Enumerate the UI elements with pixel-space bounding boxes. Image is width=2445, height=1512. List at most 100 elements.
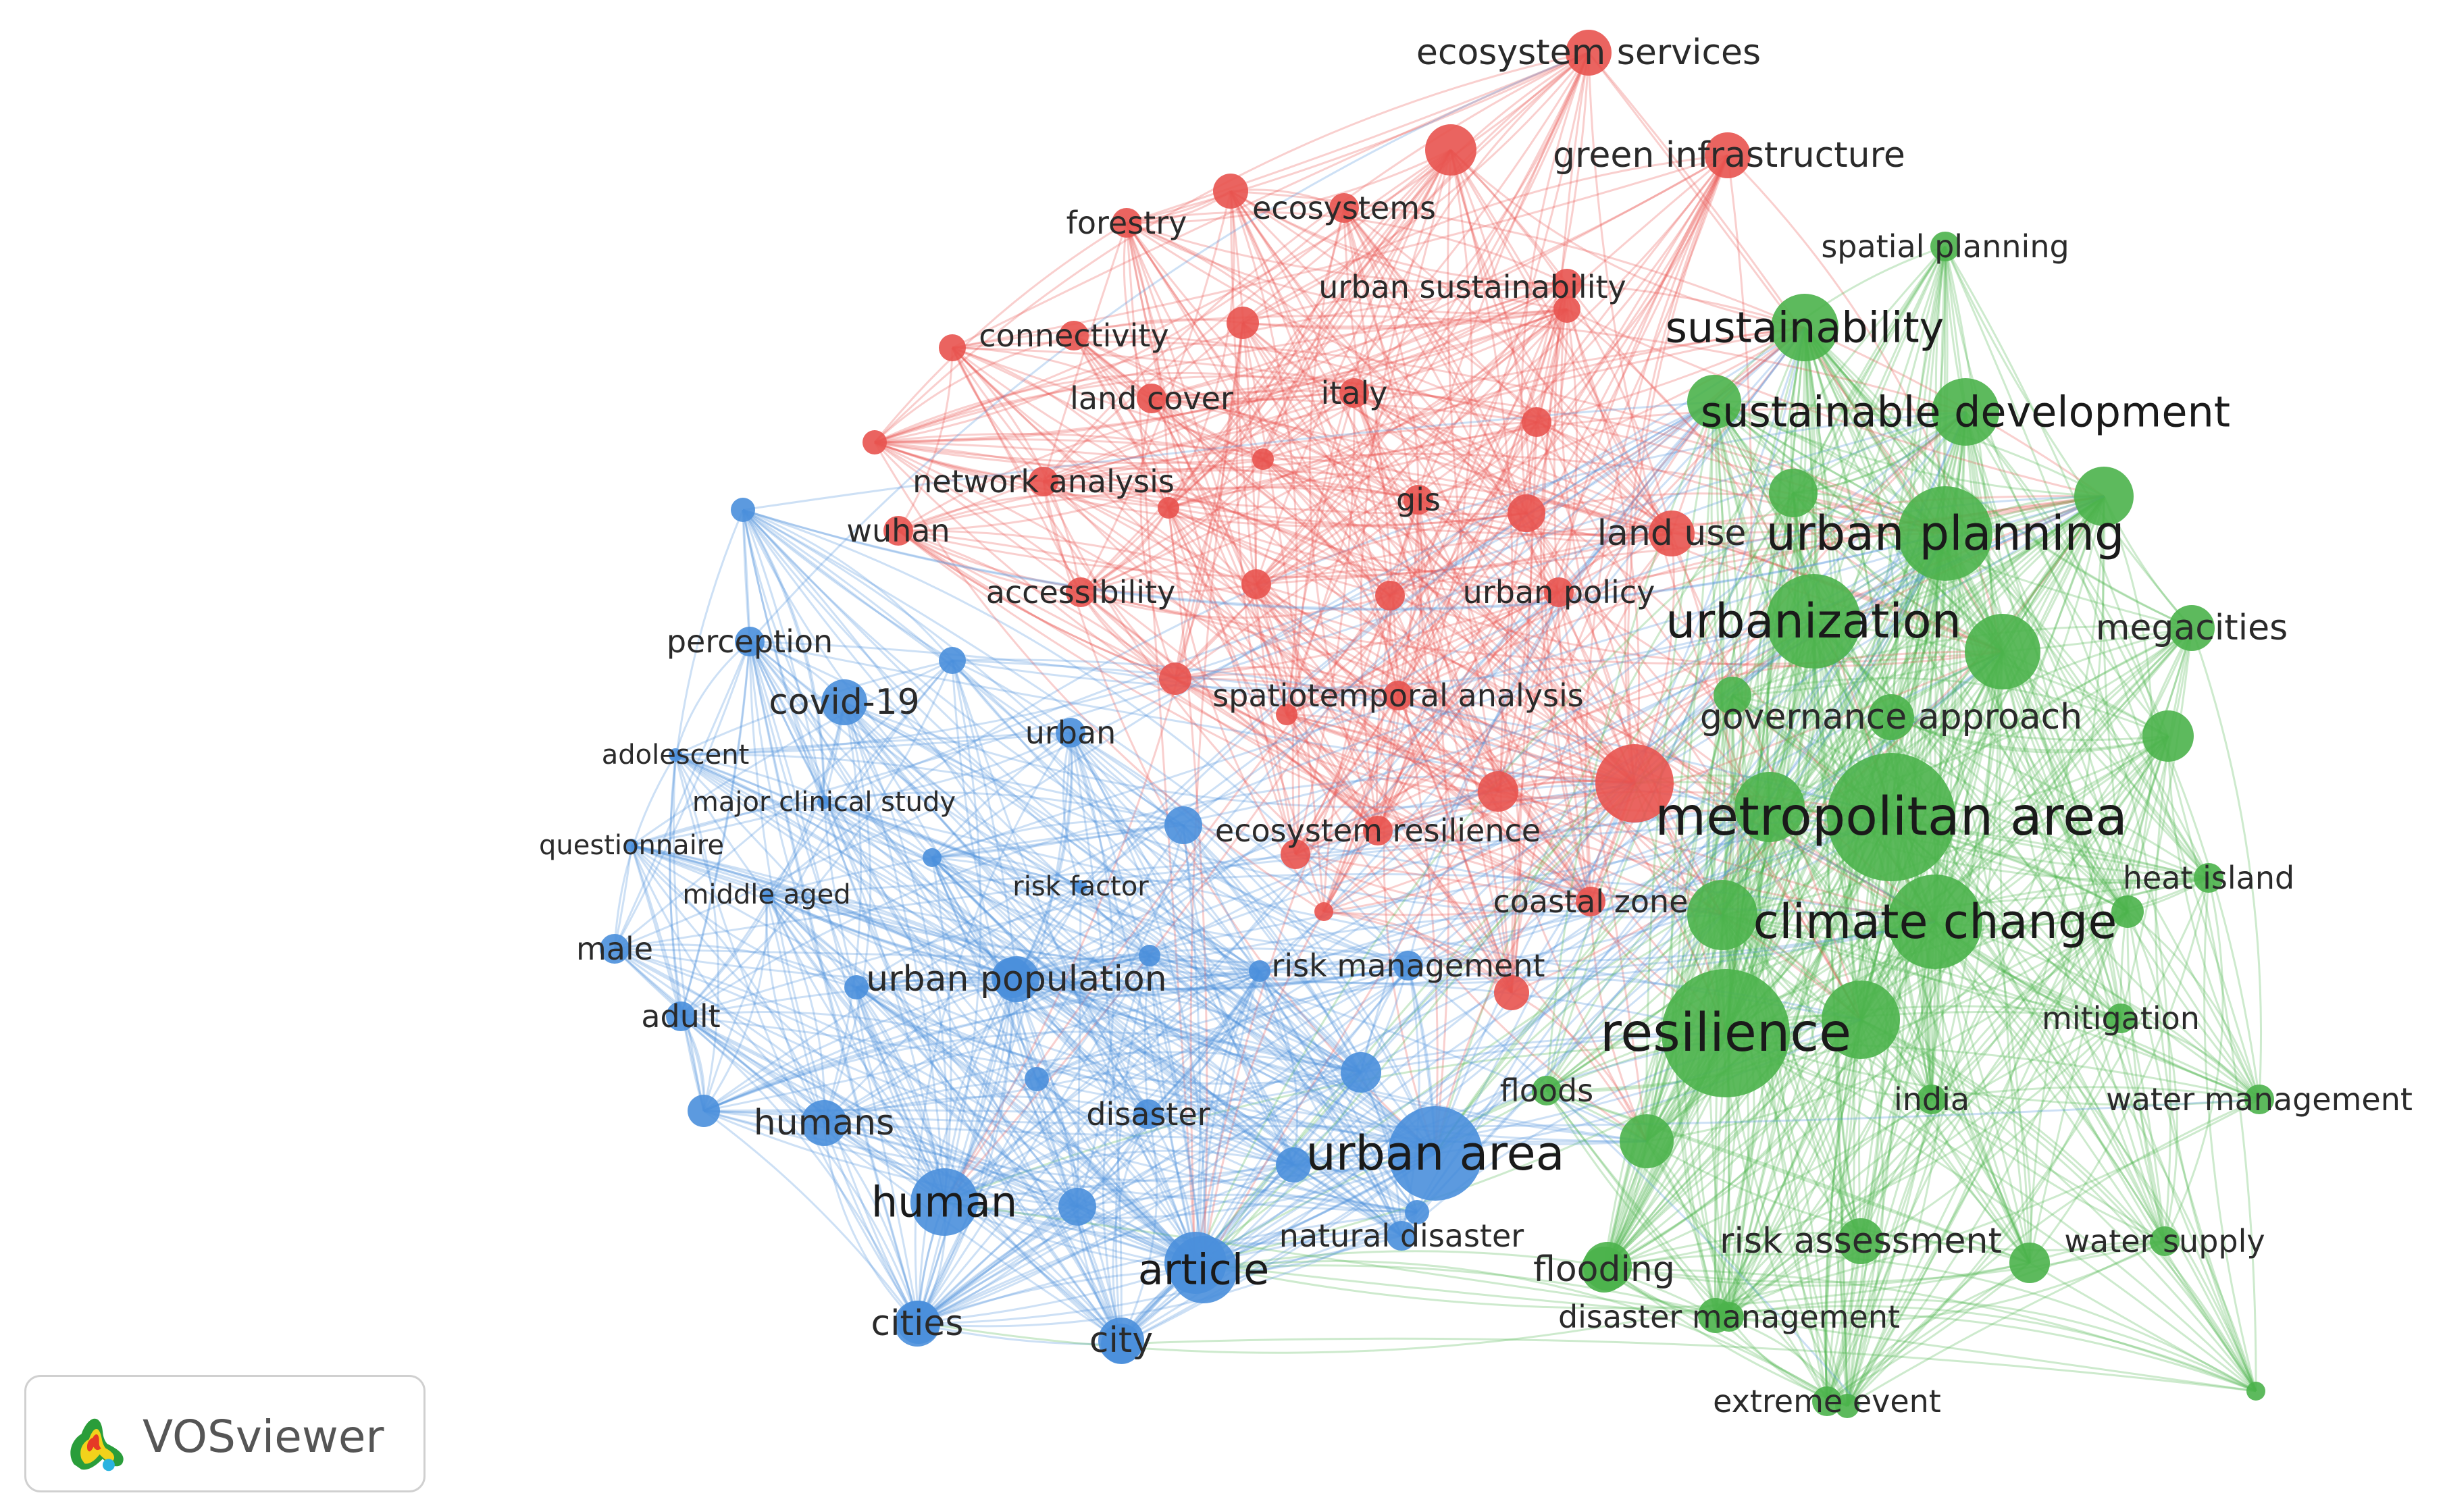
network-node	[2142, 710, 2194, 762]
network-link	[943, 309, 1568, 1203]
network-link	[1322, 595, 1391, 912]
network-link	[1766, 327, 1806, 808]
node-label: ecosystem resilience	[1215, 812, 1541, 849]
network-link	[674, 640, 750, 756]
network-link	[917, 532, 1947, 1325]
network-link	[669, 754, 682, 1017]
node-label: governance approach	[1700, 697, 2082, 737]
network-link	[631, 844, 1362, 1074]
network-link	[1255, 583, 1399, 697]
network-link	[1715, 1017, 2121, 1317]
network-link	[1168, 308, 1568, 509]
network-link	[1803, 327, 2004, 652]
network-link	[748, 641, 1038, 1080]
network-link	[1295, 853, 1591, 908]
network-link	[631, 844, 1409, 971]
network-link	[1242, 154, 1728, 324]
network-link	[1860, 627, 2193, 1021]
network-link	[614, 943, 857, 989]
network-node-megacities	[2169, 605, 2215, 651]
network-link	[1803, 327, 2261, 1100]
network-link	[1944, 246, 2004, 652]
network-link	[703, 1109, 1149, 1116]
network-link	[1285, 308, 1568, 715]
network-link	[1731, 495, 2105, 697]
network-link	[1229, 190, 1862, 1020]
network-link	[1449, 149, 1673, 534]
network-link	[944, 1201, 1716, 1317]
network-link	[823, 885, 1081, 1124]
network-link	[918, 1114, 1150, 1324]
network-link	[614, 947, 1196, 1264]
network-link	[1043, 480, 1391, 597]
network-link	[1722, 914, 2260, 1101]
network-link	[2103, 496, 2153, 912]
network-link	[1670, 327, 1806, 1316]
network-link	[748, 641, 919, 1324]
network-node	[2246, 1382, 2265, 1401]
network-link	[1148, 1113, 1294, 1166]
network-link	[1125, 222, 1379, 831]
network-node	[939, 334, 966, 361]
network-link	[1792, 492, 2122, 1019]
network-link	[680, 775, 1635, 1018]
network-link	[2203, 877, 2257, 1392]
network-link	[1714, 400, 2105, 498]
node-label: article	[1138, 1245, 1269, 1295]
network-link	[943, 660, 982, 1203]
network-link	[1724, 246, 1947, 1034]
network-link	[1285, 714, 1379, 831]
network-link	[1343, 207, 1592, 902]
node-label: risk management	[1271, 947, 1545, 984]
network-link	[1389, 421, 1538, 597]
network-link	[931, 856, 1260, 972]
network-link	[1859, 1019, 2165, 1243]
network-link	[1603, 1268, 1848, 1407]
network-node-resilience	[1662, 969, 1790, 1097]
network-link	[1713, 401, 1828, 1402]
network-link	[1633, 783, 1828, 1402]
network-link	[679, 702, 846, 1018]
network-link	[1945, 532, 2210, 879]
network-link	[1322, 695, 1399, 912]
network-node	[1425, 124, 1476, 176]
network-node	[1314, 902, 1333, 921]
network-link	[951, 660, 1079, 1207]
network-link	[1890, 816, 2031, 1263]
network-link	[1080, 326, 1805, 594]
network-node-coastal-zone	[1576, 887, 1605, 916]
node-label: water supply	[2064, 1223, 2265, 1259]
network-link	[1646, 910, 2129, 1143]
network-link	[1069, 732, 1409, 967]
network-link	[1073, 334, 1391, 597]
network-link	[1859, 627, 2193, 1020]
network-link	[918, 1205, 1078, 1324]
network-link	[931, 824, 1184, 859]
network-link	[856, 986, 1418, 1214]
network-link	[856, 986, 1197, 1264]
network-link	[1914, 246, 1947, 1100]
network-link	[1167, 190, 1235, 509]
network-link	[874, 308, 1568, 444]
network-link	[1202, 1071, 1362, 1270]
network-node-spatiotemporal-analysis	[1383, 681, 1413, 710]
network-link	[1434, 782, 1636, 1154]
network-link	[631, 791, 1184, 847]
network-link	[1322, 591, 1560, 912]
network-link	[1295, 853, 1591, 903]
network-link	[1323, 910, 1513, 994]
network-link	[1294, 52, 1590, 855]
network-link	[1262, 326, 1805, 461]
network-link	[1286, 713, 1635, 785]
network-link	[916, 977, 1013, 1324]
network-link	[1603, 246, 1947, 1270]
network-node	[1252, 448, 1274, 470]
network-link	[2101, 496, 2257, 1392]
network-link	[1147, 782, 1635, 1116]
network-link	[1726, 154, 2004, 652]
network-node-urban-sustainability	[1552, 269, 1582, 298]
network-link	[1721, 495, 2105, 916]
network-link	[1241, 322, 1635, 785]
network-link	[1721, 495, 2105, 916]
network-link	[742, 509, 1946, 611]
